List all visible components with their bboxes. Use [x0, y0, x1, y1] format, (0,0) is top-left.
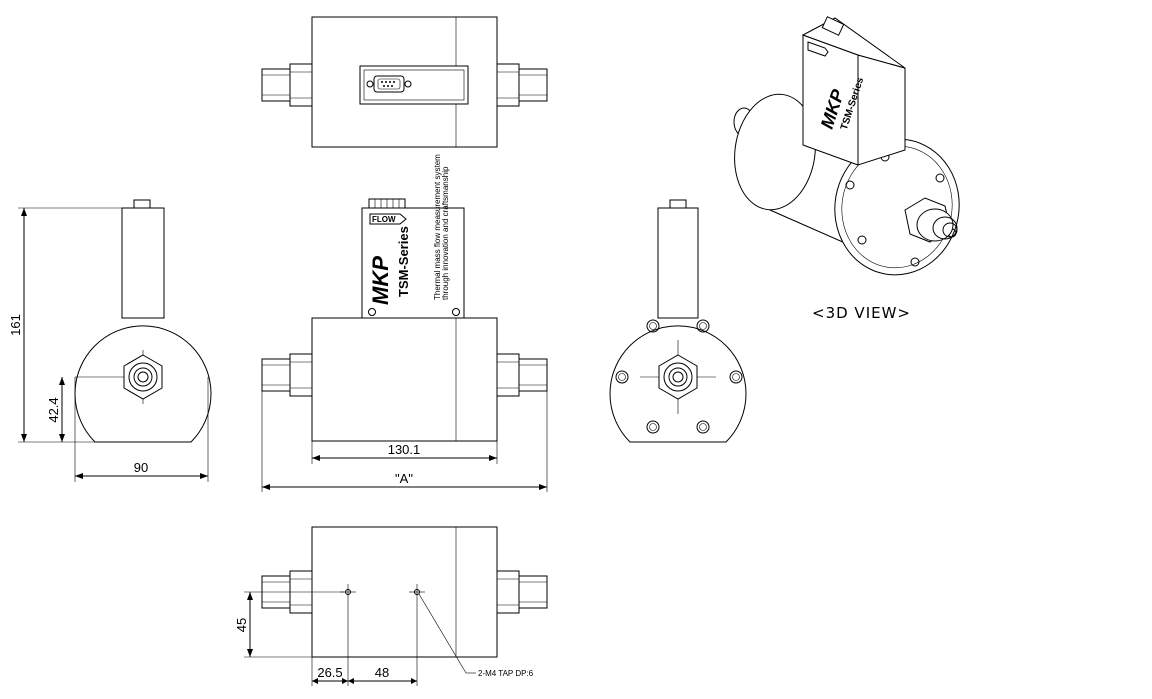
dim-90: 90 [134, 460, 148, 475]
right-fitting-front [496, 353, 548, 397]
dim-a: "A" [395, 471, 413, 486]
right-fitting-bottom [496, 570, 548, 614]
tap-note: 2-M4 TAP DP:6 [478, 669, 534, 678]
dimension-tap-offset: 26.5 48 [311, 600, 418, 686]
dim-48: 48 [375, 665, 389, 680]
mkp-logo: MKP TSM-Series [368, 226, 411, 305]
dim-45: 45 [234, 618, 249, 632]
bottom-view: 2-M4 TAP DP:6 [261, 526, 548, 678]
dimension-center-height: 42.4 [46, 377, 65, 442]
dimension-height-total: 161 [8, 207, 122, 443]
dsub-connector-icon [366, 75, 412, 93]
dimension-tap-height: 45 [234, 591, 344, 658]
top-view [261, 16, 548, 148]
series-text: TSM-Series [396, 226, 411, 297]
left-fitting-top [261, 63, 313, 107]
fitting-3d [904, 197, 958, 243]
dim-42-4: 42.4 [46, 397, 61, 422]
left-side-view [74, 199, 212, 443]
dimension-side-width: 90 [74, 377, 209, 482]
right-fitting-top [496, 63, 548, 107]
dim-130-1: 130.1 [388, 442, 421, 457]
bolt-holes [615, 319, 743, 434]
view-3d-label: <3D VIEW> [812, 304, 911, 322]
dimension-overall-length: "A" [261, 391, 548, 492]
fine-print-2: through innovation and craftsmanship [441, 166, 450, 300]
right-side-view [609, 199, 747, 443]
dimension-body-length: 130.1 [311, 441, 498, 464]
front-view: FLOW MKP TSM-Series Thermal mass flow me… [261, 154, 548, 442]
dim-26-5: 26.5 [317, 665, 342, 680]
isometric-3d-view: MKP TSM-Series [733, 16, 960, 276]
flow-arrow-icon: FLOW [369, 213, 407, 225]
left-fitting-front [261, 353, 313, 397]
electronics-box-3d: MKP TSM-Series [801, 16, 906, 166]
dim-161: 161 [8, 314, 23, 336]
svg-text:FLOW: FLOW [372, 215, 396, 224]
fine-print-1: Thermal mass flow measurement system [433, 154, 442, 300]
brand-text: MKP [368, 256, 393, 305]
